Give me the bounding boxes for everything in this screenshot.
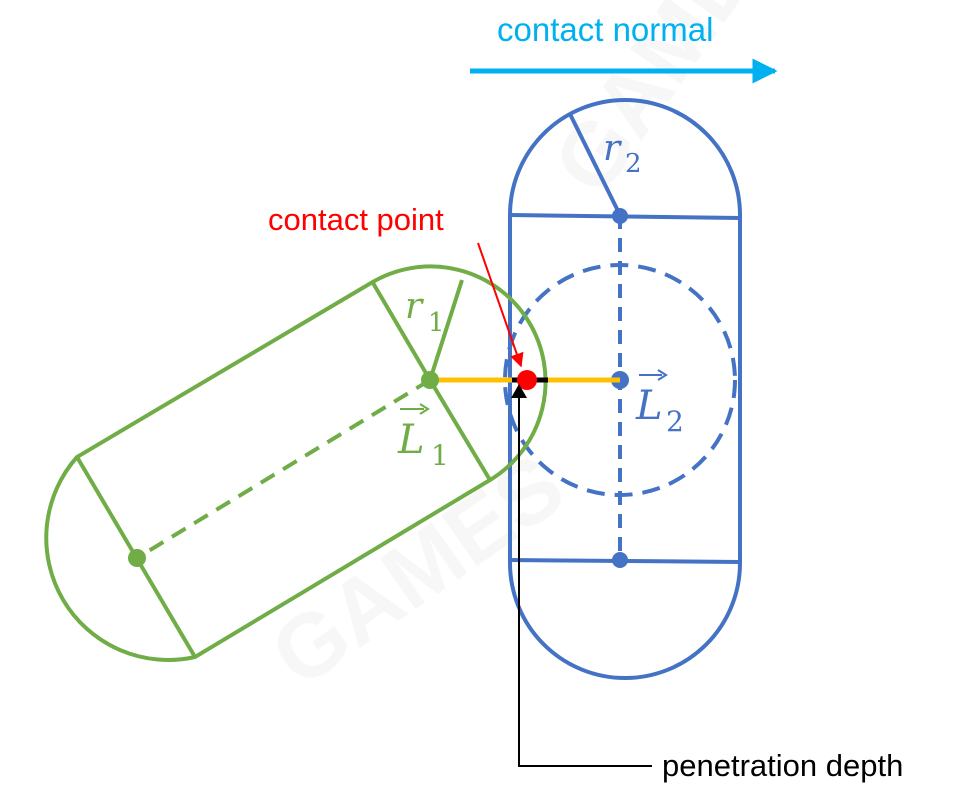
r2-sub: 2 bbox=[625, 149, 642, 179]
capsule-1-end-center-dot bbox=[128, 549, 146, 567]
r2-main: r bbox=[603, 128, 622, 169]
capsule-1 bbox=[44, 264, 548, 662]
penetration-depth-leader bbox=[518, 396, 652, 767]
capsule-1-center-dot bbox=[421, 371, 439, 389]
capsule-1-radius-r1 bbox=[428, 279, 464, 381]
capsule-1-radius-lower bbox=[428, 378, 492, 482]
watermark: GAMES GAMES bbox=[254, 0, 806, 706]
capsule-2-bottom-center-dot bbox=[612, 552, 628, 568]
contact-normal-label: contact normal bbox=[497, 11, 713, 48]
watermark-text-2: GAMES bbox=[254, 435, 582, 706]
r2-label: r 2 bbox=[603, 128, 642, 179]
capsule-1-outline bbox=[44, 264, 548, 662]
L1-sub: 1 bbox=[431, 439, 449, 472]
L2-sub: 2 bbox=[666, 405, 684, 438]
r1-main: r bbox=[405, 286, 424, 327]
penetration-depth-label: penetration depth bbox=[662, 748, 903, 783]
capsule-1-axis-dashed bbox=[135, 378, 432, 560]
r1-label: r 1 bbox=[405, 286, 445, 338]
L1-vector-head bbox=[419, 403, 430, 415]
L2-main: L bbox=[635, 383, 663, 429]
L2-vector-head bbox=[657, 369, 668, 381]
capsule-2-top-center-dot bbox=[612, 208, 628, 224]
L1-label: L 1 bbox=[397, 403, 449, 472]
L2-label: L 2 bbox=[635, 369, 684, 438]
capsule-2-radius-line bbox=[568, 113, 622, 216]
capsule-1-radius-upper bbox=[371, 281, 432, 382]
contact-point-dot bbox=[517, 370, 537, 390]
capsule-2-outline bbox=[508, 98, 742, 680]
r1-sub: 1 bbox=[428, 308, 445, 338]
contact-point-label: contact point bbox=[268, 202, 444, 237]
contact-point-arrow bbox=[477, 242, 524, 368]
capsule-2-dashed-circle bbox=[503, 263, 737, 497]
L1-main: L bbox=[397, 417, 425, 463]
penetration-depth-arrowhead bbox=[511, 384, 527, 398]
